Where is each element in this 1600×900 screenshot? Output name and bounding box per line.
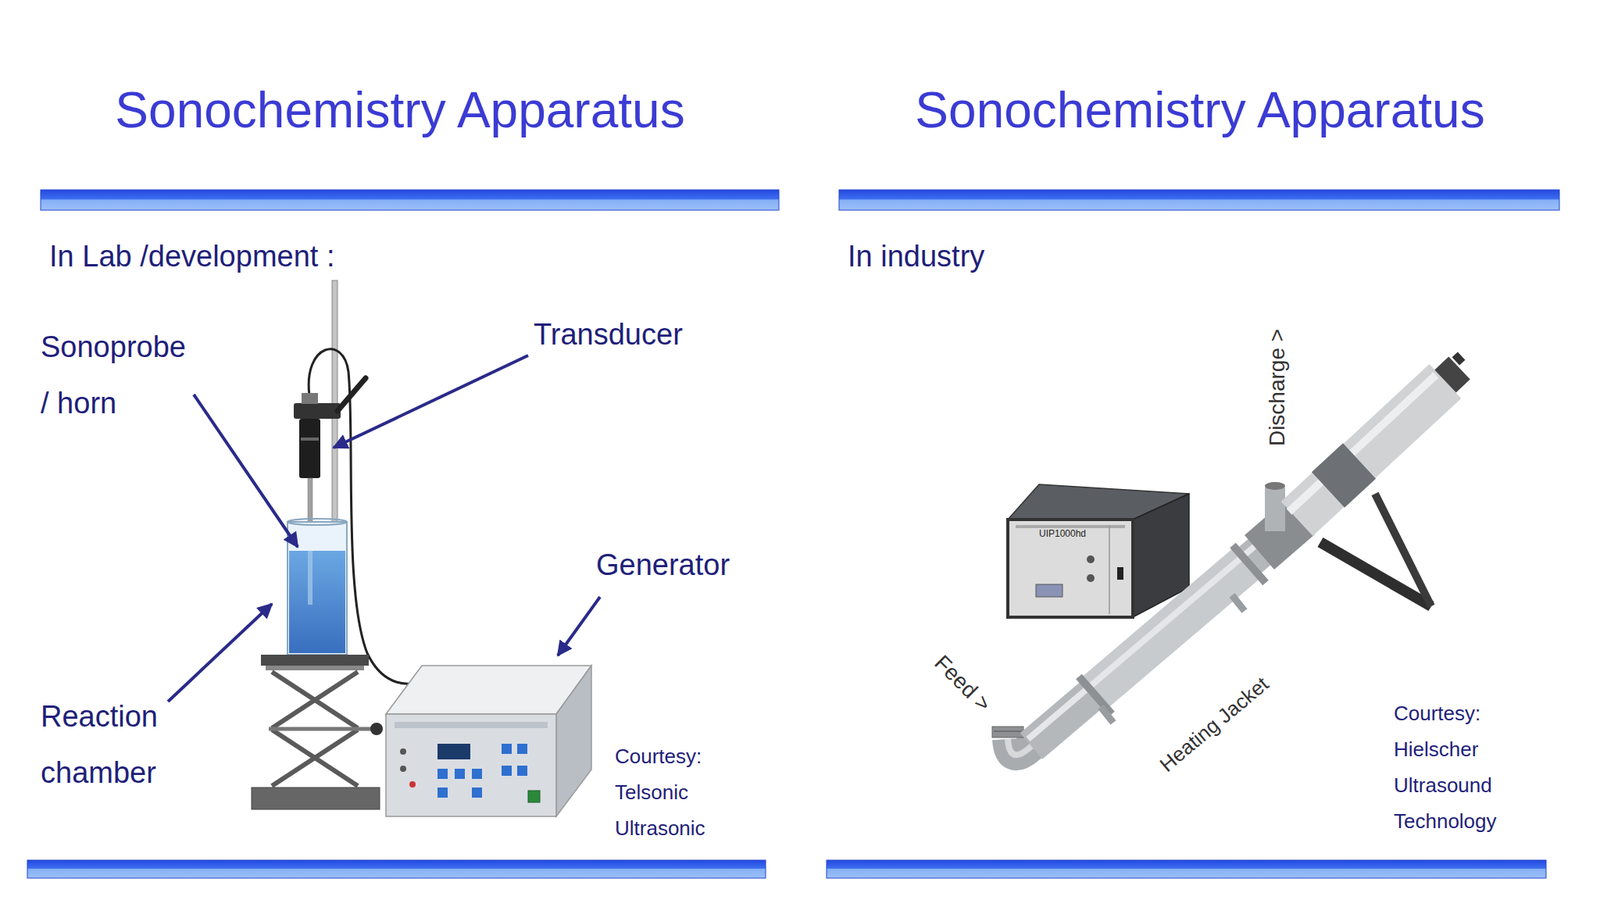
title-bar [839, 189, 1560, 211]
slide-title: Sonochemistry Apparatus [0, 81, 800, 140]
housing-collar [1328, 460, 1360, 490]
fitting-rib [993, 730, 1022, 733]
generator-strip [1015, 525, 1125, 529]
sticker [1035, 584, 1063, 597]
jack-base [251, 787, 380, 810]
clamp [293, 403, 341, 419]
courtesy-note: Courtesy: Hielscher Ultrasound Technolog… [1393, 695, 1511, 840]
led [400, 748, 407, 755]
housing-highlight [1289, 375, 1436, 512]
knob [1086, 574, 1095, 583]
slide-subheading: In Lab /development : [0, 239, 800, 274]
title-bar [40, 189, 779, 211]
flow-label: Discharge > [1264, 328, 1291, 447]
generator-strip [394, 721, 548, 729]
led [400, 765, 407, 772]
liquid [289, 550, 346, 654]
jack-platform [260, 654, 369, 666]
panel-seam [1108, 525, 1111, 615]
nozzle [1100, 707, 1114, 723]
slide-subheading: In industry [800, 239, 1600, 274]
device-model-holder: UIP1000hd [1039, 528, 1086, 540]
transducer-body [299, 418, 321, 479]
heating-jacket [1095, 561, 1249, 693]
part-label-holder: Reaction chamber [40, 688, 197, 801]
leader-arrow [333, 355, 529, 448]
device-model: UIP1000hd [1039, 528, 1086, 540]
leader-arrow [167, 603, 272, 702]
part-label: Heating Jacket [1154, 671, 1274, 777]
jack-knob [370, 722, 383, 736]
footer-bar [27, 860, 766, 879]
beaker-rim [287, 518, 347, 525]
probe-in-liquid [307, 550, 313, 605]
flow-label-holder: Feed > [928, 650, 997, 718]
jack-rail [265, 665, 365, 671]
generator-front [1007, 519, 1133, 618]
part-label-holder: Transducer [533, 316, 683, 353]
discharge-opening [1264, 482, 1286, 490]
courtesy-note-holder: Courtesy: Telsonic Ultrasonic [614, 738, 717, 847]
transducer-cap [301, 392, 318, 404]
lab-apparatus [251, 280, 592, 817]
feed-fitting [992, 726, 1024, 738]
courtesy-note: Courtesy: Telsonic Ultrasonic [614, 738, 717, 847]
part-label-holder: Sonoprobe / horn [40, 318, 197, 432]
knob [1086, 555, 1095, 564]
flow-label: Feed > [928, 650, 997, 718]
part-label: Generator [596, 546, 730, 583]
flow-label-holder: Discharge > [1264, 328, 1291, 447]
clamp-lever [337, 378, 366, 411]
leader-arrow [193, 394, 298, 547]
slide-title: Sonochemistry Apparatus [800, 81, 1600, 140]
generator-front [385, 714, 557, 817]
footer-bar [826, 860, 1547, 879]
courtesy-note-holder: Courtesy: Hielscher Ultrasound Technolog… [1393, 695, 1511, 840]
transducer-housing [1296, 381, 1446, 519]
generator-top [385, 665, 592, 715]
leader-arrow [557, 596, 600, 656]
part-label-holder: Generator [596, 546, 730, 583]
connector [1452, 351, 1466, 365]
power-button [528, 790, 540, 803]
stand-leg [1375, 493, 1432, 607]
title-bars [27, 189, 1560, 879]
nozzle [1232, 595, 1245, 611]
led [409, 781, 416, 788]
part-label: Transducer [533, 316, 683, 353]
part-label-holder: Heating Jacket [1154, 671, 1274, 777]
beaker [287, 521, 347, 655]
switch [1117, 567, 1124, 580]
generator-buttons [437, 743, 528, 798]
jack-screw [268, 727, 374, 732]
part-label: Sonoprobe / horn [40, 318, 197, 432]
slide-panel: Sonochemistry Apparatus In industry [800, 0, 1600, 900]
generator-display [437, 743, 471, 760]
generator-side [556, 665, 592, 817]
discharge-pipe [1264, 487, 1286, 532]
leader-arrows [167, 355, 600, 702]
housing-cap [1445, 367, 1460, 382]
transducer-ring [300, 437, 319, 441]
part-label: Reaction chamber [40, 688, 197, 801]
